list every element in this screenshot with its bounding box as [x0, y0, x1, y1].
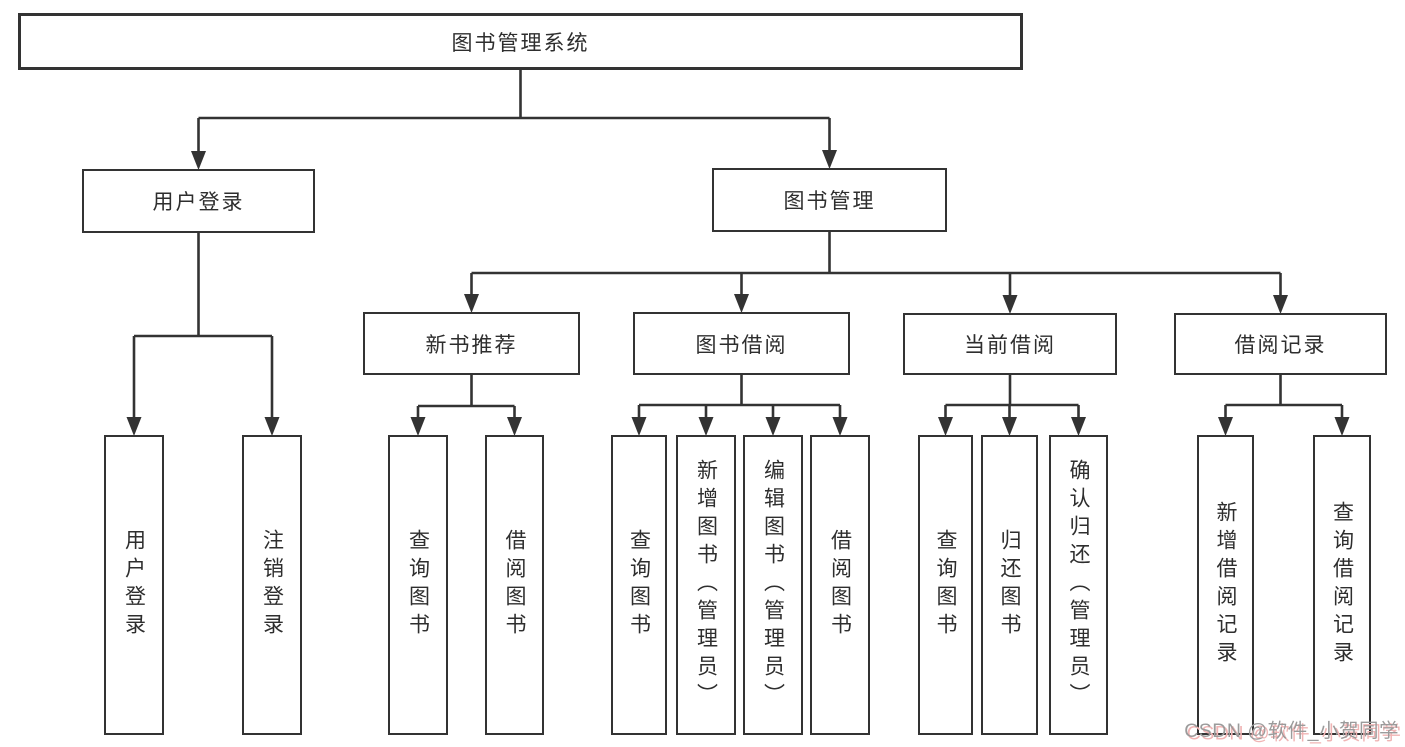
node-bb_borrow: 借阅图书 — [810, 435, 870, 735]
node-label-bb_add: 新增图书（管理员） — [694, 459, 718, 711]
node-current_borrow: 当前借阅 — [903, 313, 1117, 375]
node-new_books: 新书推荐 — [363, 312, 580, 375]
node-cb_return: 归还图书 — [981, 435, 1038, 735]
node-label-borrow_records: 借阅记录 — [1234, 334, 1327, 357]
node-label-root: 图书管理系统 — [451, 31, 590, 55]
node-cb_query: 查询图书 — [918, 435, 973, 735]
node-leaf_user_login: 用户登录 — [104, 435, 164, 735]
node-label-leaf_user_login: 用户登录 — [122, 529, 146, 641]
node-label-nb_borrow: 借阅图书 — [503, 529, 526, 641]
node-label-bb_borrow: 借阅图书 — [828, 529, 852, 641]
node-br_add: 新增借阅记录 — [1197, 435, 1254, 735]
node-br_query: 查询借阅记录 — [1313, 435, 1371, 735]
node-label-leaf_logout: 注销登录 — [260, 529, 284, 641]
node-cb_confirm: 确认归还（管理员） — [1049, 435, 1108, 735]
node-label-new_books: 新书推荐 — [425, 333, 518, 357]
node-label-cb_return: 归还图书 — [998, 529, 1021, 641]
node-bb_query: 查询图书 — [611, 435, 667, 735]
node-label-current_borrow: 当前借阅 — [964, 334, 1056, 357]
node-label-nb_query: 查询图书 — [406, 529, 430, 641]
node-root: 图书管理系统 — [18, 13, 1023, 70]
node-label-book_mgmt: 图书管理 — [783, 190, 876, 213]
node-label-cb_query: 查询图书 — [934, 529, 957, 641]
node-label-br_query: 查询借阅记录 — [1330, 501, 1354, 669]
node-nb_query: 查询图书 — [388, 435, 448, 735]
node-bb_edit: 编辑图书（管理员） — [743, 435, 803, 735]
node-label-user_login: 用户登录 — [152, 191, 245, 214]
node-user_login: 用户登录 — [82, 169, 315, 233]
node-borrow_records: 借阅记录 — [1174, 313, 1387, 375]
watermark: CSDN @软件_小贺同学 — [1184, 720, 1399, 742]
node-label-bb_query: 查询图书 — [627, 529, 651, 641]
node-book_borrow: 图书借阅 — [633, 312, 850, 375]
node-bb_add: 新增图书（管理员） — [676, 435, 736, 735]
node-label-cb_confirm: 确认归还（管理员） — [1067, 459, 1090, 711]
node-label-bb_edit: 编辑图书（管理员） — [761, 459, 785, 711]
node-book_mgmt: 图书管理 — [712, 168, 947, 232]
node-leaf_logout: 注销登录 — [242, 435, 302, 735]
node-label-br_add: 新增借阅记录 — [1214, 501, 1237, 669]
node-label-book_borrow: 图书借阅 — [695, 333, 788, 357]
node-nb_borrow: 借阅图书 — [485, 435, 544, 735]
